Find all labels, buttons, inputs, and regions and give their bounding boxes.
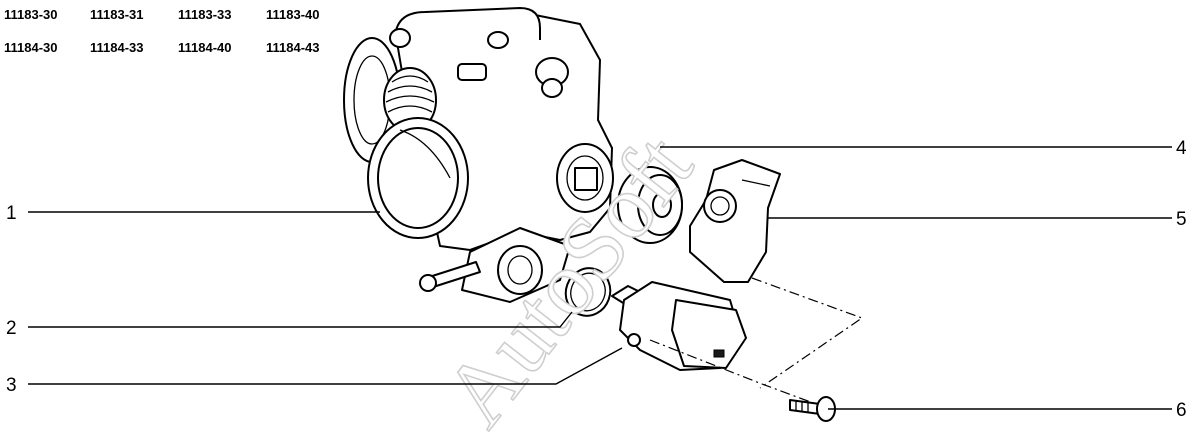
model-code: 11184-33 xyxy=(90,40,144,55)
model-code: 11183-30 xyxy=(4,7,58,22)
callout-3: 3 xyxy=(6,375,17,396)
callout-5: 5 xyxy=(1176,209,1187,230)
callout-6: 6 xyxy=(1176,400,1187,421)
screw xyxy=(789,396,836,422)
callout-4: 4 xyxy=(1176,138,1187,159)
callout-1: 1 xyxy=(6,203,17,224)
model-code: 11184-43 xyxy=(266,40,320,55)
alignment-lines xyxy=(649,277,864,405)
seal-disk xyxy=(617,166,683,244)
model-code: 11184-30 xyxy=(4,40,58,55)
throttle-body xyxy=(343,7,614,303)
model-code: 11183-33 xyxy=(178,7,232,22)
idle-air-control-valve xyxy=(611,281,747,371)
model-code: 11184-40 xyxy=(178,40,232,55)
model-code-table: 11183-30 11183-31 11183-33 11183-40 1118… xyxy=(4,7,320,55)
callout-numbers: 1 2 3 4 5 6 xyxy=(6,138,1187,421)
throttle-position-sensor xyxy=(689,159,781,283)
leader-lines xyxy=(28,146,1172,410)
model-code: 11183-31 xyxy=(90,7,144,22)
model-code: 11183-40 xyxy=(266,7,320,22)
o-ring xyxy=(564,267,612,317)
callout-2: 2 xyxy=(6,318,17,339)
